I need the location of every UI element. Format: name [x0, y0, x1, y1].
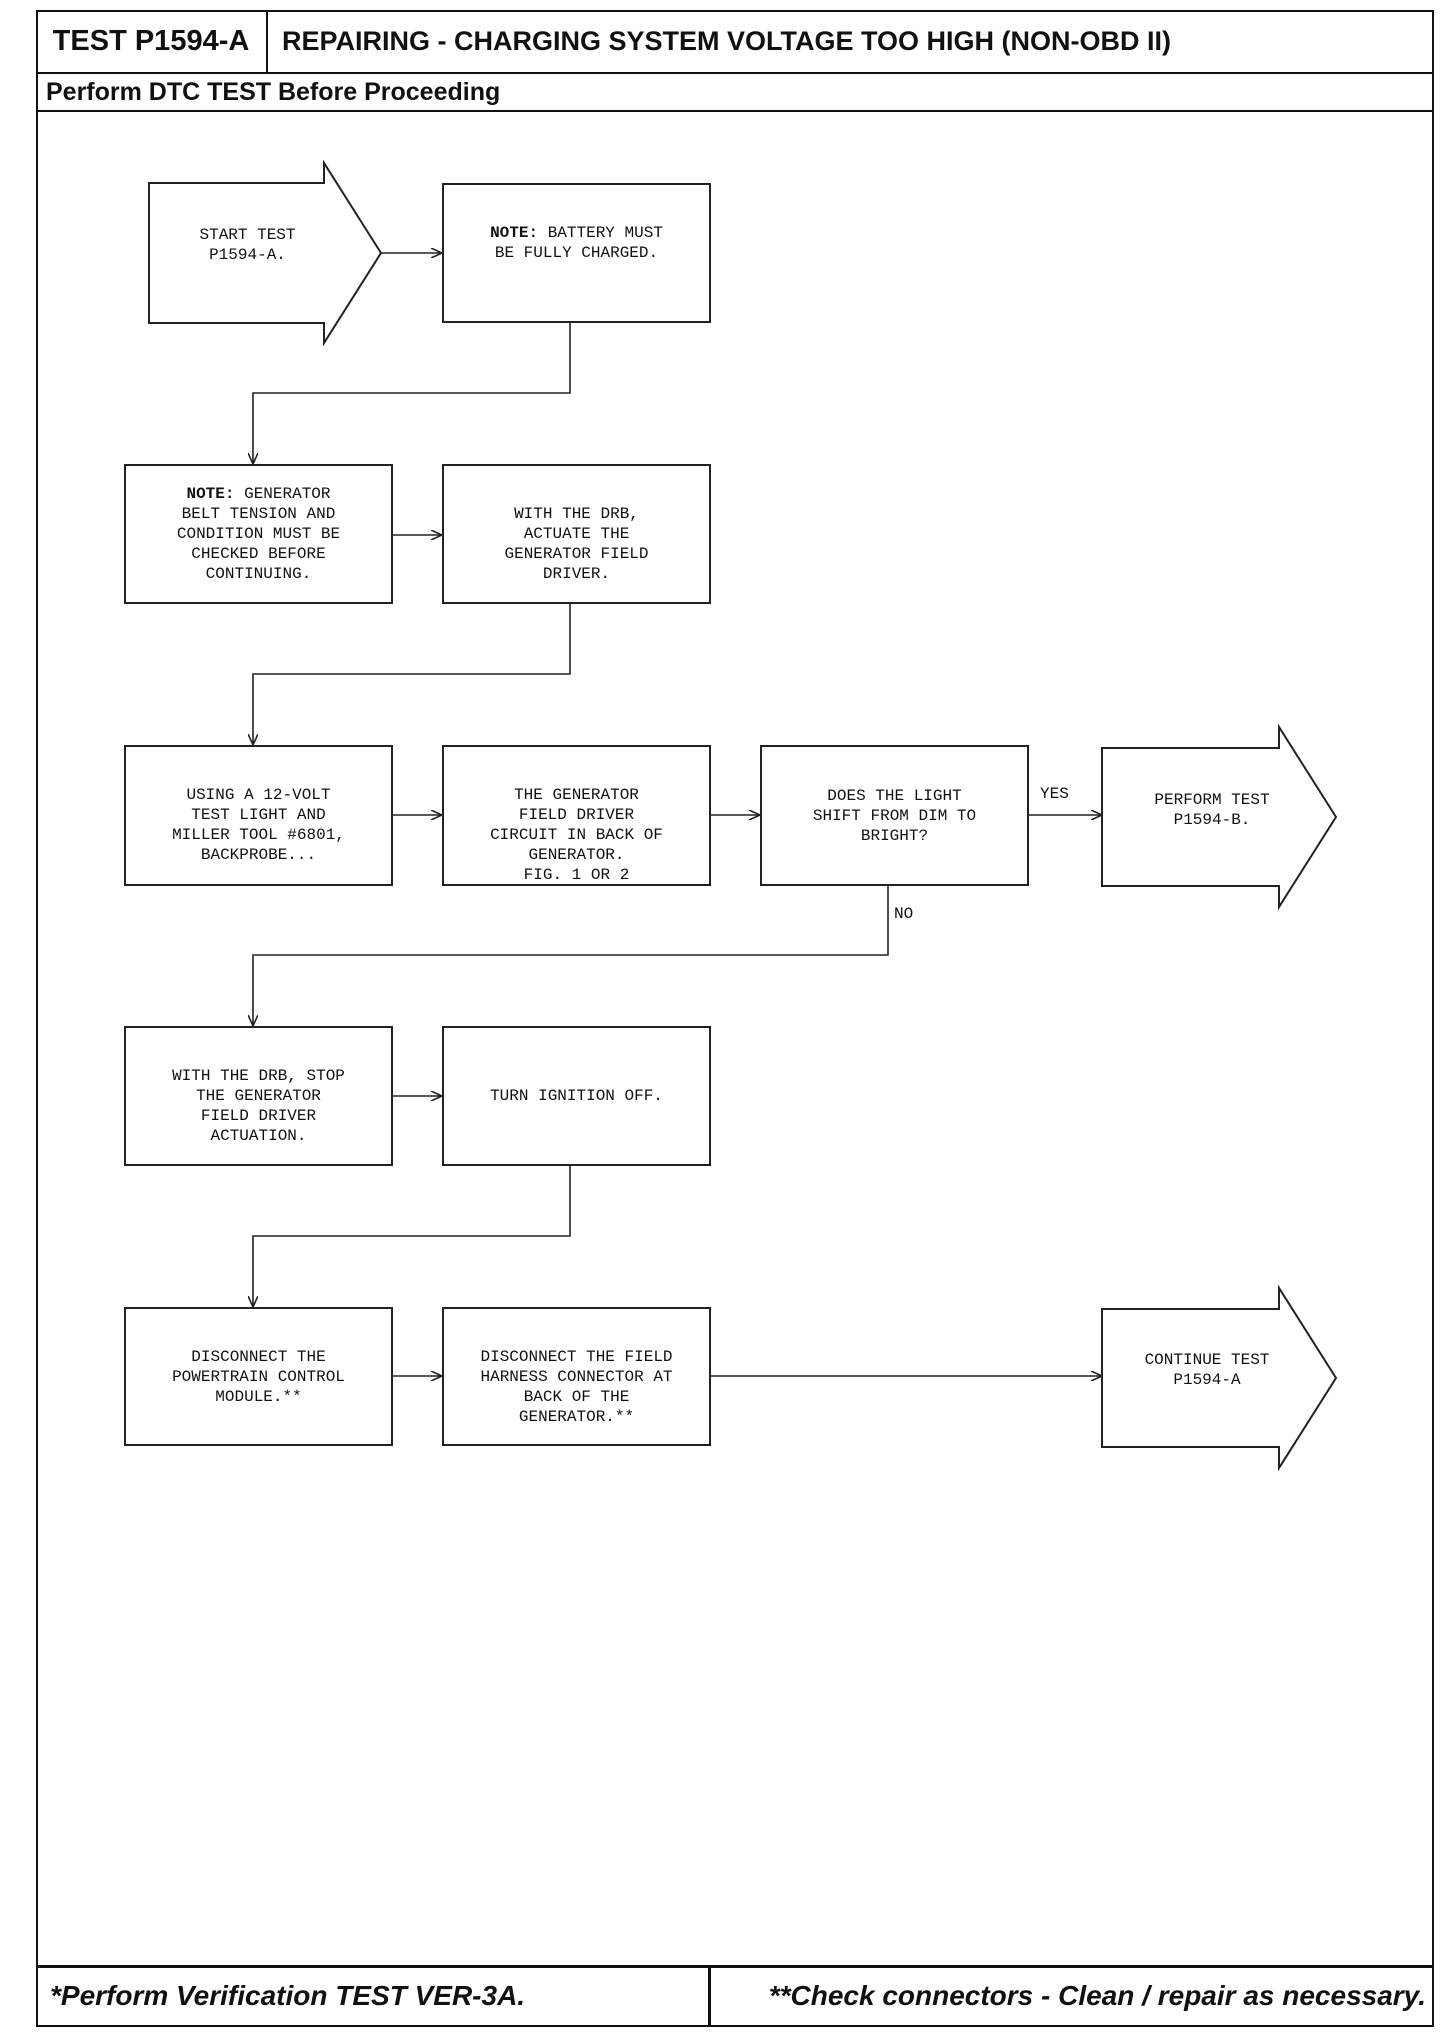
- continue-arrow-shape: [1101, 1284, 1338, 1472]
- battery-note-text: BATTERY MUST BE FULLY CHARGED.: [494, 224, 663, 262]
- continue-test-label: CONTINUE TEST P1594-A: [1144, 1351, 1270, 1389]
- test-light-box: USING A 12-VOLT TEST LIGHT AND MILLER TO…: [124, 745, 393, 886]
- disconnect-field-harness-box: DISCONNECT THE FIELD HARNESS CONNECTOR A…: [442, 1307, 711, 1446]
- light-shift-question-box: DOES THE LIGHT SHIFT FROM DIM TO BRIGHT?: [760, 745, 1029, 886]
- no-label: NO: [894, 905, 914, 923]
- disconnect-pcm-box: DISCONNECT THE POWERTRAIN CONTROL MODULE…: [124, 1307, 393, 1446]
- start-arrow-shape: [148, 159, 383, 347]
- test-id: TEST P1594-A: [36, 10, 268, 72]
- perform-test-b-label: PERFORM TEST P1594-B.: [1154, 791, 1270, 829]
- yes-label: YES: [1040, 785, 1069, 803]
- battery-note-box: NOTE: BATTERY MUST BE FULLY CHARGED.: [442, 183, 711, 323]
- subtitle-bar: [36, 72, 1434, 112]
- footer-connectors-note: **Check connectors - Clean / repair as n…: [768, 1980, 1426, 2011]
- field-driver-circuit-box: THE GENERATOR FIELD DRIVER CIRCUIT IN BA…: [442, 745, 711, 886]
- start-test-label: START TEST P1594-A.: [199, 226, 296, 264]
- footer-verification-note: *Perform Verification TEST VER-3A.: [50, 1980, 526, 2011]
- actuate-driver-box: WITH THE DRB, ACTUATE THE GENERATOR FIEL…: [442, 464, 711, 604]
- stop-actuation-box: WITH THE DRB, STOP THE GENERATOR FIELD D…: [124, 1026, 393, 1166]
- note-keyword: NOTE:: [490, 224, 539, 242]
- header-bar: [36, 10, 1434, 72]
- footer-divider: [708, 1965, 711, 2027]
- page-subtitle: Perform DTC TEST Before Proceeding: [46, 77, 501, 106]
- perform-b-arrow-shape: [1101, 723, 1338, 911]
- page-title: REPAIRING - CHARGING SYSTEM VOLTAGE TOO …: [282, 25, 1172, 56]
- belt-note-text: GENERATOR BELT TENSION AND CONDITION MUS…: [176, 485, 341, 583]
- ignition-off-box: TURN IGNITION OFF.: [442, 1026, 711, 1166]
- belt-note-box: NOTE: GENERATOR BELT TENSION AND CONDITI…: [124, 464, 393, 604]
- footer-bar: [36, 1965, 1434, 2027]
- note-keyword: NOTE:: [186, 485, 235, 503]
